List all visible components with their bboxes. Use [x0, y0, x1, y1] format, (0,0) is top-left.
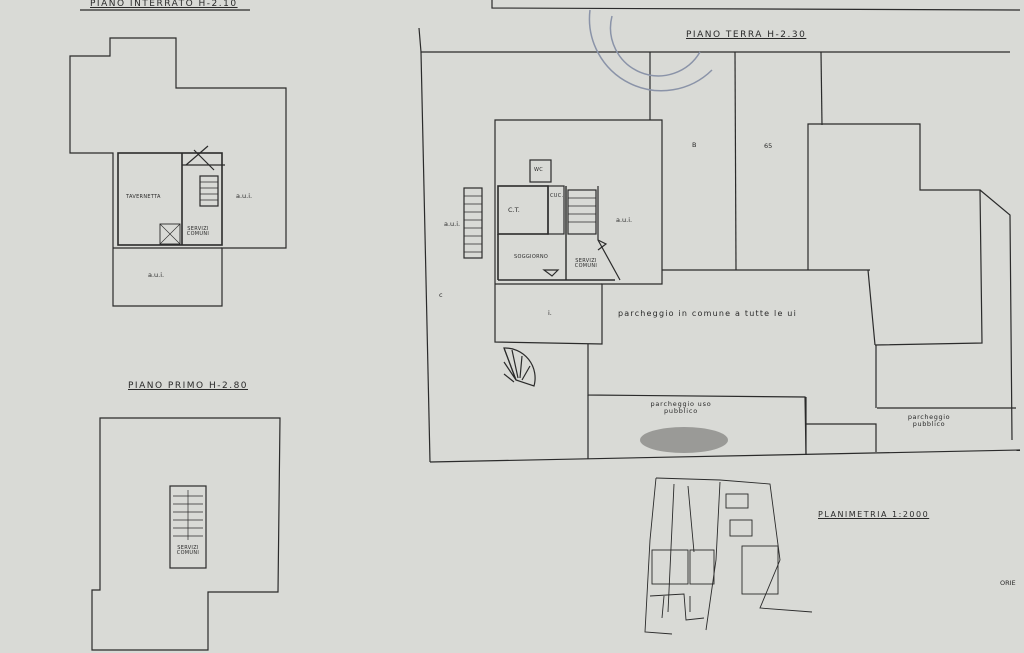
lot-i-label: i. [548, 309, 552, 317]
redaction-blur [640, 427, 728, 453]
public-use-parking-label: parcheggio uso pubblico [650, 400, 712, 415]
ground-floor-building [463, 119, 663, 345]
site-plan-title: PLANIMETRIA 1:2000 [818, 510, 930, 519]
basement-plan [69, 37, 287, 307]
public-parking-label: parcheggio pubblico [907, 413, 951, 428]
kitchen-label: CUC. [550, 193, 564, 199]
official-stamp [588, 9, 713, 92]
ground-services-label: SERVIZI COMUNI [574, 258, 598, 269]
soggiorno-label: SOGGIORNO [514, 254, 549, 260]
first-floor-services-label: SERVIZI COMUNI [176, 545, 200, 556]
basement-title: PIANO INTERRATO H-2.10 [90, 0, 238, 9]
basement-aui-lower-label: a.u.i. [148, 271, 165, 279]
lot-65-label: 65 [764, 142, 773, 150]
shared-parking-label: parcheggio in comune a tutte le ui [618, 309, 797, 318]
stair-aui-label: a.u.i. [444, 220, 461, 228]
first-floor-title: PIANO PRIMO H-2.80 [128, 381, 249, 391]
ct-label: C.T. [508, 206, 520, 214]
lot-c-label: c [439, 291, 443, 299]
tavernetta-label: TAVERNETTA [126, 194, 161, 200]
ground-floor-site [418, 27, 1021, 463]
basement-aui-label: a.u.i. [236, 192, 253, 200]
basement-services-label: SERVIZI COMUNI [186, 226, 210, 237]
orientation-label: ORIE [1000, 579, 1016, 587]
first-floor-plan [91, 417, 281, 651]
wc-label: WC [534, 167, 544, 173]
ground-aui-label: a.u.i. [616, 216, 633, 224]
top-cartouche [491, 0, 1021, 11]
spiral-staircase [503, 347, 536, 387]
site-plan-map [644, 477, 813, 635]
ground-floor-title: PIANO TERRA H-2.30 [686, 30, 807, 40]
lot-b-label: B [692, 141, 697, 149]
